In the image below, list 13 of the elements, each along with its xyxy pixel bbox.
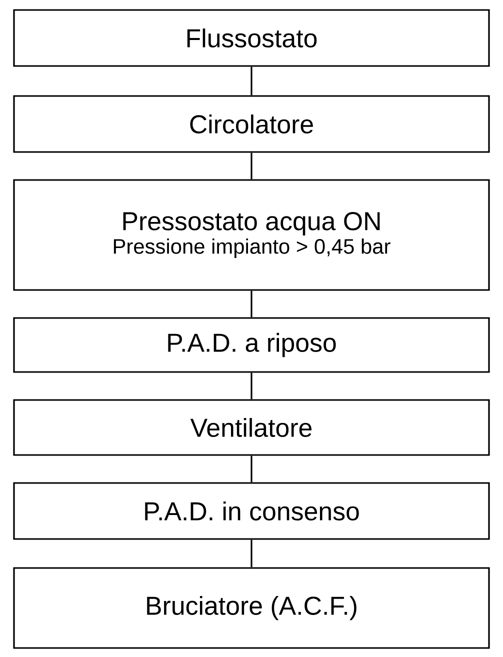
process-box: Pressostato acqua ON Pressione impianto > 0,45 bar: [13, 179, 490, 291]
connector-line: [250, 540, 252, 568]
process-box: Circolatore: [13, 95, 490, 153]
process-box: Bruciatore (A.C.F.): [13, 567, 490, 649]
process-box: Flussostato: [13, 9, 490, 67]
connector-line: [250, 290, 252, 318]
process-box: P.A.D. in consenso: [13, 482, 490, 540]
connector-line: [250, 152, 252, 180]
connector-line: [250, 372, 252, 400]
process-box: P.A.D. a riposo: [13, 317, 490, 373]
connector-line: [250, 456, 252, 482]
process-box: Ventilatore: [13, 399, 490, 456]
connector-line: [250, 66, 252, 96]
